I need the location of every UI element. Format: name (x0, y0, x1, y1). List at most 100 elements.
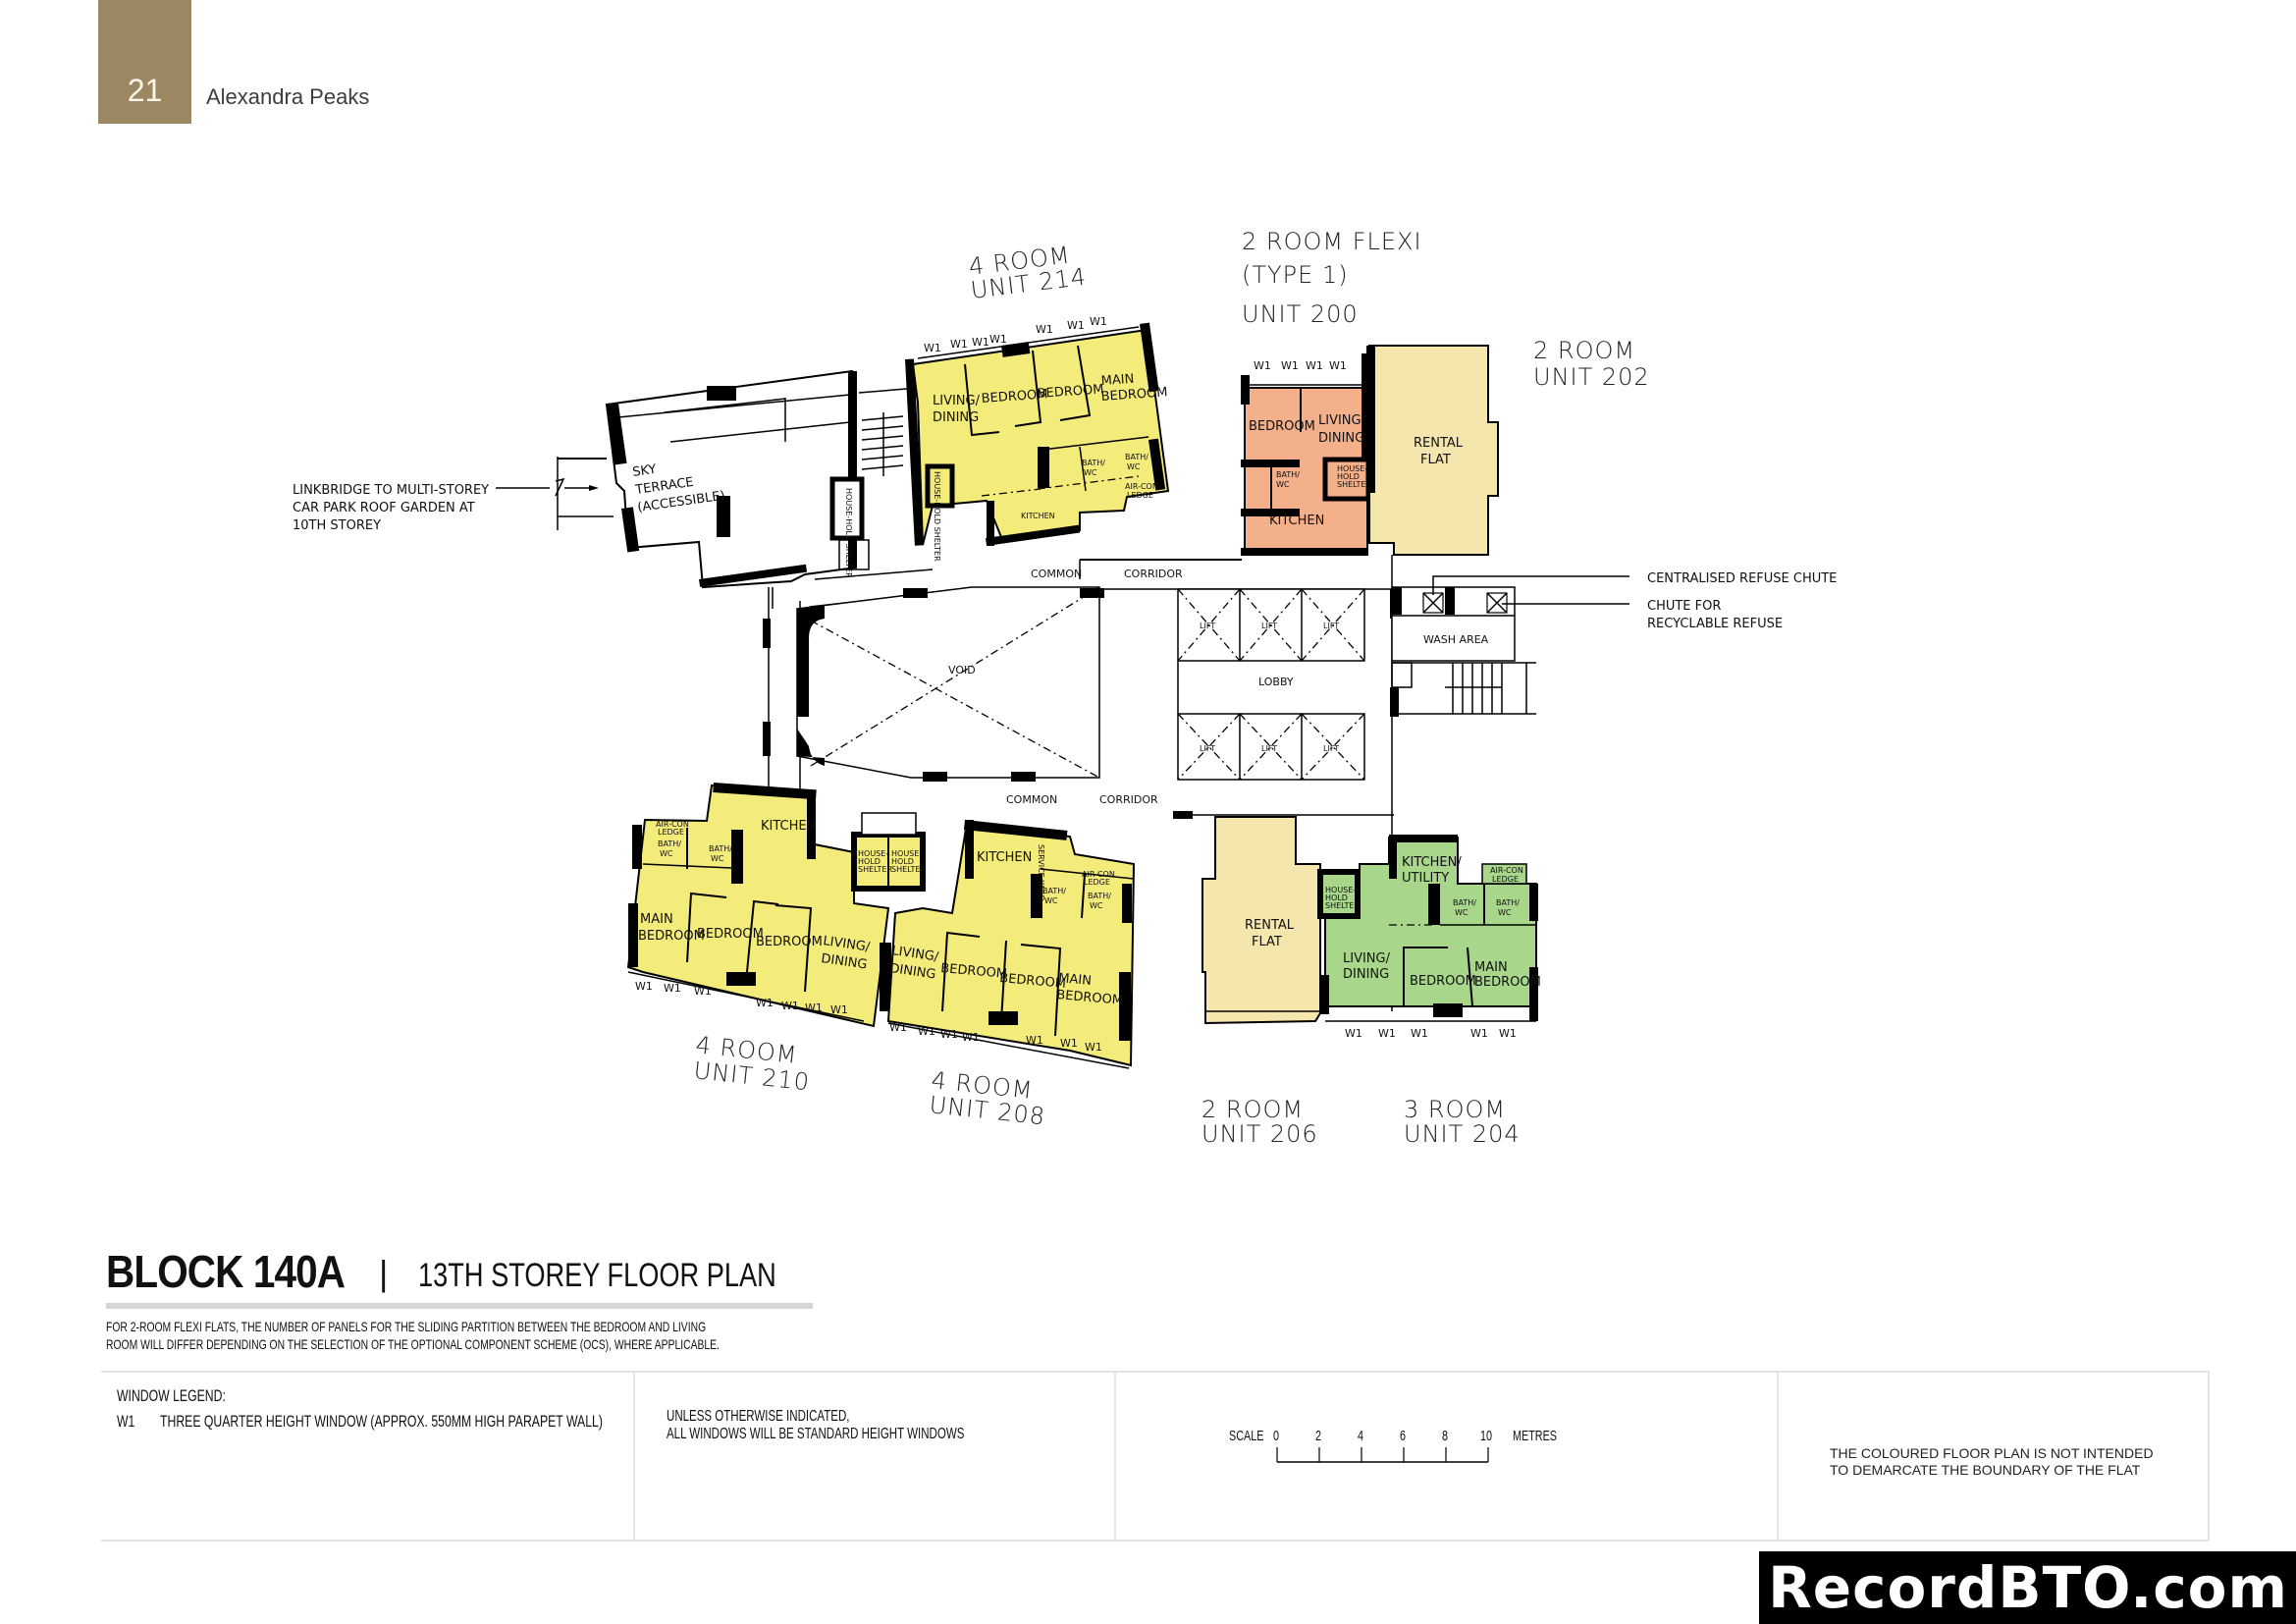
lift-label: LIFT (1261, 744, 1277, 753)
unit-204[interactable]: KITCHEN/ UTILITY AIR-CON LEDGE BATH/ WC … (1317, 835, 1541, 1040)
window-legend-code: W1 (117, 1412, 135, 1431)
room-label: MAIN (1100, 372, 1135, 389)
lift-bank-bottom: LIFT LIFT LIFT (1177, 713, 1365, 781)
room-label: LIVING/ (1318, 413, 1366, 428)
linkbridge-annotation: LINKBRIDGE TO MULTI-STOREY CAR PARK ROOF… (293, 457, 614, 533)
room-label: WC (660, 849, 673, 858)
window-label: W1 (950, 338, 968, 351)
room-label: LIVING/ (890, 944, 939, 965)
staircase-icon (1391, 662, 1536, 715)
room-label: DINING (1318, 431, 1364, 446)
room-label: WC (1090, 901, 1103, 910)
block-title: BLOCK 140A (106, 1246, 346, 1297)
room-label: WC (1084, 468, 1097, 477)
room-label: LEDGE (1127, 491, 1153, 500)
room-label: KITCHEN (1269, 514, 1324, 528)
standard-window-note-1: UNLESS OTHERWISE INDICATED, (667, 1408, 850, 1425)
room-label: KITCHEN (1021, 512, 1055, 520)
storey-title: 13TH STOREY FLOOR PLAN (418, 1257, 776, 1294)
room-label: BATH/ (1453, 898, 1476, 907)
window-label: W1 (781, 1000, 799, 1012)
room-label: HOUSE- (891, 849, 922, 858)
window-label: W1 (830, 1003, 848, 1016)
window-label: W1 (1499, 1027, 1517, 1040)
window-legend-heading: WINDOW LEGEND: (117, 1386, 226, 1405)
unit-202-rental-flat[interactable]: RENTAL FLAT (1366, 345, 1499, 556)
window-label: W1 (1254, 359, 1271, 372)
room-label: MAIN (1474, 960, 1508, 975)
unit-208[interactable]: KITCHEN SERVICE YARD BATH/ WC BATH/ WC A… (886, 820, 1136, 1069)
window-label: W1 (756, 997, 774, 1009)
standard-window-note-cell: UNLESS OTHERWISE INDICATED, ALL WINDOWS … (633, 1373, 1116, 1540)
window-label: W1 (1411, 1027, 1428, 1040)
unit-200[interactable]: BEDROOM LIVING/ DINING BATH/ WC KITCHEN … (1241, 353, 1371, 556)
household-shelters-shared: HOUSE- HOLD SHELTER HOUSE- HOLD SHELTER (851, 812, 926, 1011)
room-label: BEDROOM (697, 927, 764, 942)
scale-tick-label: 0 (1273, 1428, 1280, 1444)
disclaimer-cell: THE COLOURED FLOOR PLAN IS NOT INTENDED … (1777, 1373, 2206, 1540)
corridor-label: COMMON (1031, 568, 1082, 580)
sky-terrace-label-1: SKY (631, 462, 657, 480)
window-legend-cell: WINDOW LEGEND: W1 THREE QUARTER HEIGHT W… (101, 1373, 635, 1540)
unit-210[interactable]: AIR-CON LEDGE BATH/ WC BATH/ WC KITCHEN … (626, 783, 890, 1028)
room-label: DINING (933, 410, 979, 425)
window-label: W1 (940, 1028, 958, 1041)
window-label: W1 (1085, 1041, 1102, 1054)
room-label: HOLD (1325, 893, 1348, 902)
room-label: LEDGE (1492, 875, 1519, 884)
window-label: W1 (805, 1001, 823, 1014)
refuse-annotations: CENTRALISED REFUSE CHUTE CHUTE FOR RECYC… (1647, 571, 1837, 631)
room-label: HOLD (1337, 472, 1360, 481)
room-label: HOUSE-HOLD SHELTER (933, 471, 941, 562)
room-label: LEDGE (658, 828, 684, 837)
room-label: LIVING/ (822, 934, 871, 955)
room-label: LIVING/ (933, 394, 981, 408)
room-label: BEDROOM (1249, 419, 1315, 434)
refuse-chute-label: CENTRALISED REFUSE CHUTE (1647, 571, 1837, 586)
room-label: BEDROOM (1100, 385, 1168, 405)
room-label: BATH/ (1042, 887, 1066, 895)
window-label: W1 (1067, 319, 1085, 332)
unit-202-number: UNIT 202 (1533, 363, 1650, 391)
lift-label: LIFT (1261, 622, 1277, 630)
sky-terrace-area: HOUSE-HOLD SHELTER SKY TERRACE (ACCESSIB… (605, 369, 934, 609)
ocs-note-line-1: FOR 2-ROOM FLEXI FLATS, THE NUMBER OF PA… (106, 1319, 707, 1334)
room-label: WC (1044, 896, 1058, 905)
room-label: HOLD (891, 857, 914, 866)
unit-214[interactable]: LIVING/ DINING BEDROOM BEDROOM MAIN BEDR… (905, 315, 1170, 562)
room-label: RENTAL (1414, 436, 1464, 451)
room-label: BEDROOM (981, 387, 1048, 406)
room-label: HOLD (858, 857, 881, 866)
room-label: SHELTER (1337, 480, 1371, 489)
page-number: 21 (127, 73, 163, 108)
page-number-tab: 21 (98, 0, 191, 124)
unit-200-number: UNIT 200 (1242, 300, 1359, 328)
corridor-label: COMMON (1006, 793, 1057, 806)
room-label: WC (1127, 462, 1141, 471)
room-label: LEDGE (1084, 878, 1110, 887)
scale-tick-label: 2 (1315, 1428, 1322, 1444)
window-label: W1 (1378, 1027, 1396, 1040)
window-label: W1 (1036, 323, 1053, 336)
window-legend-description: THREE QUARTER HEIGHT WINDOW (APPROX. 550… (160, 1412, 603, 1431)
standard-window-note-2: ALL WINDOWS WILL BE STANDARD HEIGHT WIND… (667, 1426, 965, 1442)
room-label: WC (1276, 480, 1290, 489)
title-underline (106, 1303, 813, 1309)
room-label: BEDROOM (940, 961, 1008, 982)
scale-tick-label: 6 (1400, 1428, 1407, 1444)
window-label: W1 (1306, 359, 1323, 372)
legend-table: WINDOW LEGEND: W1 THREE QUARTER HEIGHT W… (101, 1371, 2210, 1542)
room-label: BATH/ (1082, 459, 1105, 467)
room-label: BEDROOM (638, 929, 705, 944)
window-label: W1 (962, 1031, 980, 1044)
unit-206-rental-flat[interactable]: RENTAL FLAT (1173, 811, 1321, 1025)
scale-bar: 0 2 4 6 8 10 (1273, 1428, 1512, 1467)
linkbridge-text-2: CAR PARK ROOF GARDEN AT (293, 501, 475, 515)
corridor-label: CORRIDOR (1124, 568, 1183, 580)
window-label: W1 (1026, 1034, 1043, 1047)
disclaimer-line-1: THE COLOURED FLOOR PLAN IS NOT INTENDED (1830, 1445, 2154, 1461)
room-label: AIR-CON (1490, 866, 1523, 875)
sky-shelter-label: HOUSE-HOLD SHELTER (844, 488, 853, 578)
lift-label: LIFT (1323, 744, 1339, 753)
arrow-icon (589, 485, 599, 491)
